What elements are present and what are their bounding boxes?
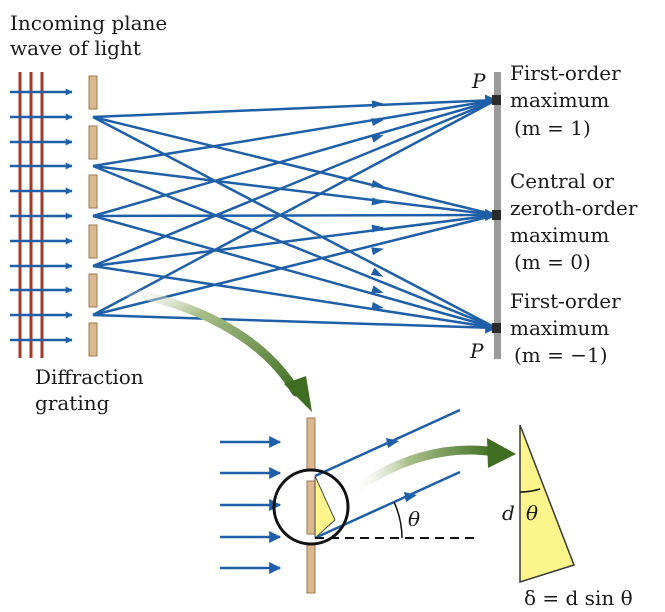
enlarged-triangle — [519, 424, 575, 584]
maximum-marker-center — [492, 210, 501, 220]
first-order-top-line3: (m = 1) — [514, 116, 591, 140]
magnify-circle-icon — [272, 468, 350, 546]
inset-path-difference-triangle — [314, 475, 336, 540]
point-p-bottom: P — [469, 339, 484, 363]
ray-arrowheads — [370, 100, 384, 310]
path-difference-formula: δ = d sin θ — [524, 586, 633, 610]
diffraction-grating-label-line2: grating — [35, 391, 110, 415]
maximum-marker-top — [492, 95, 501, 105]
central-line1: Central or — [510, 169, 614, 193]
incoming-wave-label-line1: Incoming plane — [10, 11, 167, 35]
central-line2: zeroth-order — [510, 196, 638, 220]
triangle-theta-label: θ — [526, 501, 538, 525]
maximum-marker-bottom — [492, 323, 501, 333]
central-line3: maximum — [510, 223, 609, 247]
inset-incoming-rays — [220, 436, 282, 574]
inset-diffracted-rays — [314, 408, 461, 540]
diffracted-rays — [92, 94, 498, 334]
angle-arc — [393, 501, 403, 539]
first-order-bottom-line3: (m = −1) — [514, 343, 608, 367]
viewing-screen — [492, 72, 501, 359]
slit-spacing-d-label: d — [502, 501, 515, 525]
incoming-wave-label-line2: wave of light — [10, 36, 141, 60]
diffraction-grating — [88, 75, 98, 357]
point-p-top: P — [471, 69, 486, 93]
first-order-top-line1: First-order — [510, 61, 621, 85]
first-order-bottom-line2: maximum — [510, 316, 609, 340]
first-order-bottom-line1: First-order — [510, 289, 621, 313]
diffraction-grating-label-line1: Diffraction — [35, 365, 144, 389]
central-line4: (m = 0) — [514, 250, 591, 274]
curved-arrow-icon-2 — [345, 438, 516, 498]
curved-arrow-icon — [107, 285, 312, 412]
first-order-top-line2: maximum — [510, 88, 609, 112]
inset-theta-label: θ — [408, 507, 420, 531]
inset-grating — [306, 417, 316, 594]
incoming-rays — [10, 88, 73, 344]
